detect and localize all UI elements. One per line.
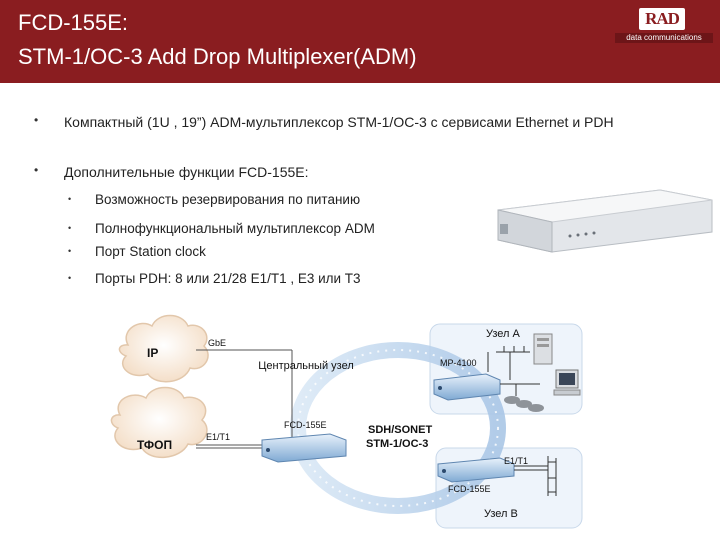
- sdh-ring-label-2: STM-1/OC-3: [366, 438, 429, 450]
- bullet-dot: •: [34, 163, 39, 177]
- rad-logo: RAD data communications: [615, 8, 713, 44]
- logo-box: [639, 8, 685, 30]
- title-banner: FCD-155E: STM-1/OC-3 Add Drop Multiplexe…: [0, 0, 720, 83]
- fcd-155e-chassis-image: [497, 189, 713, 253]
- sub-bullet-dot: •: [68, 194, 72, 204]
- bullet-item: Дополнительные функции FCD-155E:: [64, 164, 309, 180]
- sub-bullet-item: Порт Station clock: [95, 244, 206, 259]
- logo-text: RAD: [645, 9, 680, 28]
- node-b-label: Узел B: [484, 508, 518, 520]
- pstn-cloud: [110, 386, 208, 459]
- ip-cloud-label: IP: [147, 346, 159, 360]
- fcd-b-label: FCD-155E: [448, 484, 491, 494]
- fcd-center-label: FCD-155E: [284, 420, 327, 430]
- sub-bullet-item: Порты PDH: 8 или 21/28 E1/T1 , E3 или T3: [95, 271, 361, 286]
- node-b-fcd-device: [437, 457, 515, 483]
- telephone-icon: [504, 396, 544, 412]
- server-tower-icon: [533, 333, 553, 365]
- mp4100-device: [433, 373, 501, 401]
- computer-icon: [553, 369, 581, 396]
- node-a-label: Узел А: [486, 328, 520, 340]
- sdh-ring-label-1: SDH/SONET: [368, 424, 433, 436]
- central-node-label: Центральный узел: [258, 360, 354, 372]
- pstn-cloud-label: ТФОП: [137, 438, 173, 452]
- sub-bullet-dot: •: [68, 246, 72, 256]
- sub-bullet-item: Возможность резервирования по питанию: [95, 192, 361, 207]
- e1t1-left-label: E1/T1: [206, 432, 231, 442]
- bullet-dot: •: [34, 113, 39, 127]
- ip-cloud: [118, 314, 209, 383]
- sub-bullet-item: Полнофункциональный мультиплексор ADM: [95, 221, 375, 236]
- central-fcd-device: [261, 433, 347, 463]
- slide-title-line2: STM-1/OC-3 Add Drop Multiplexer(ADM): [18, 44, 417, 69]
- mp4100-label: MP-4100: [440, 358, 477, 368]
- logo-subtext: data communications: [615, 33, 713, 43]
- sub-bullet-dot: •: [68, 223, 72, 233]
- sdh-ring-dash: [297, 349, 499, 507]
- slide-title-line1: FCD-155E:: [18, 10, 129, 35]
- gbe-label: GbE: [208, 338, 227, 348]
- bullet-item: Компактный (1U , 19”) ADM-мультиплексор …: [64, 114, 614, 130]
- e1t1-right-label: E1/T1: [504, 456, 529, 466]
- sub-bullet-dot: •: [68, 273, 72, 283]
